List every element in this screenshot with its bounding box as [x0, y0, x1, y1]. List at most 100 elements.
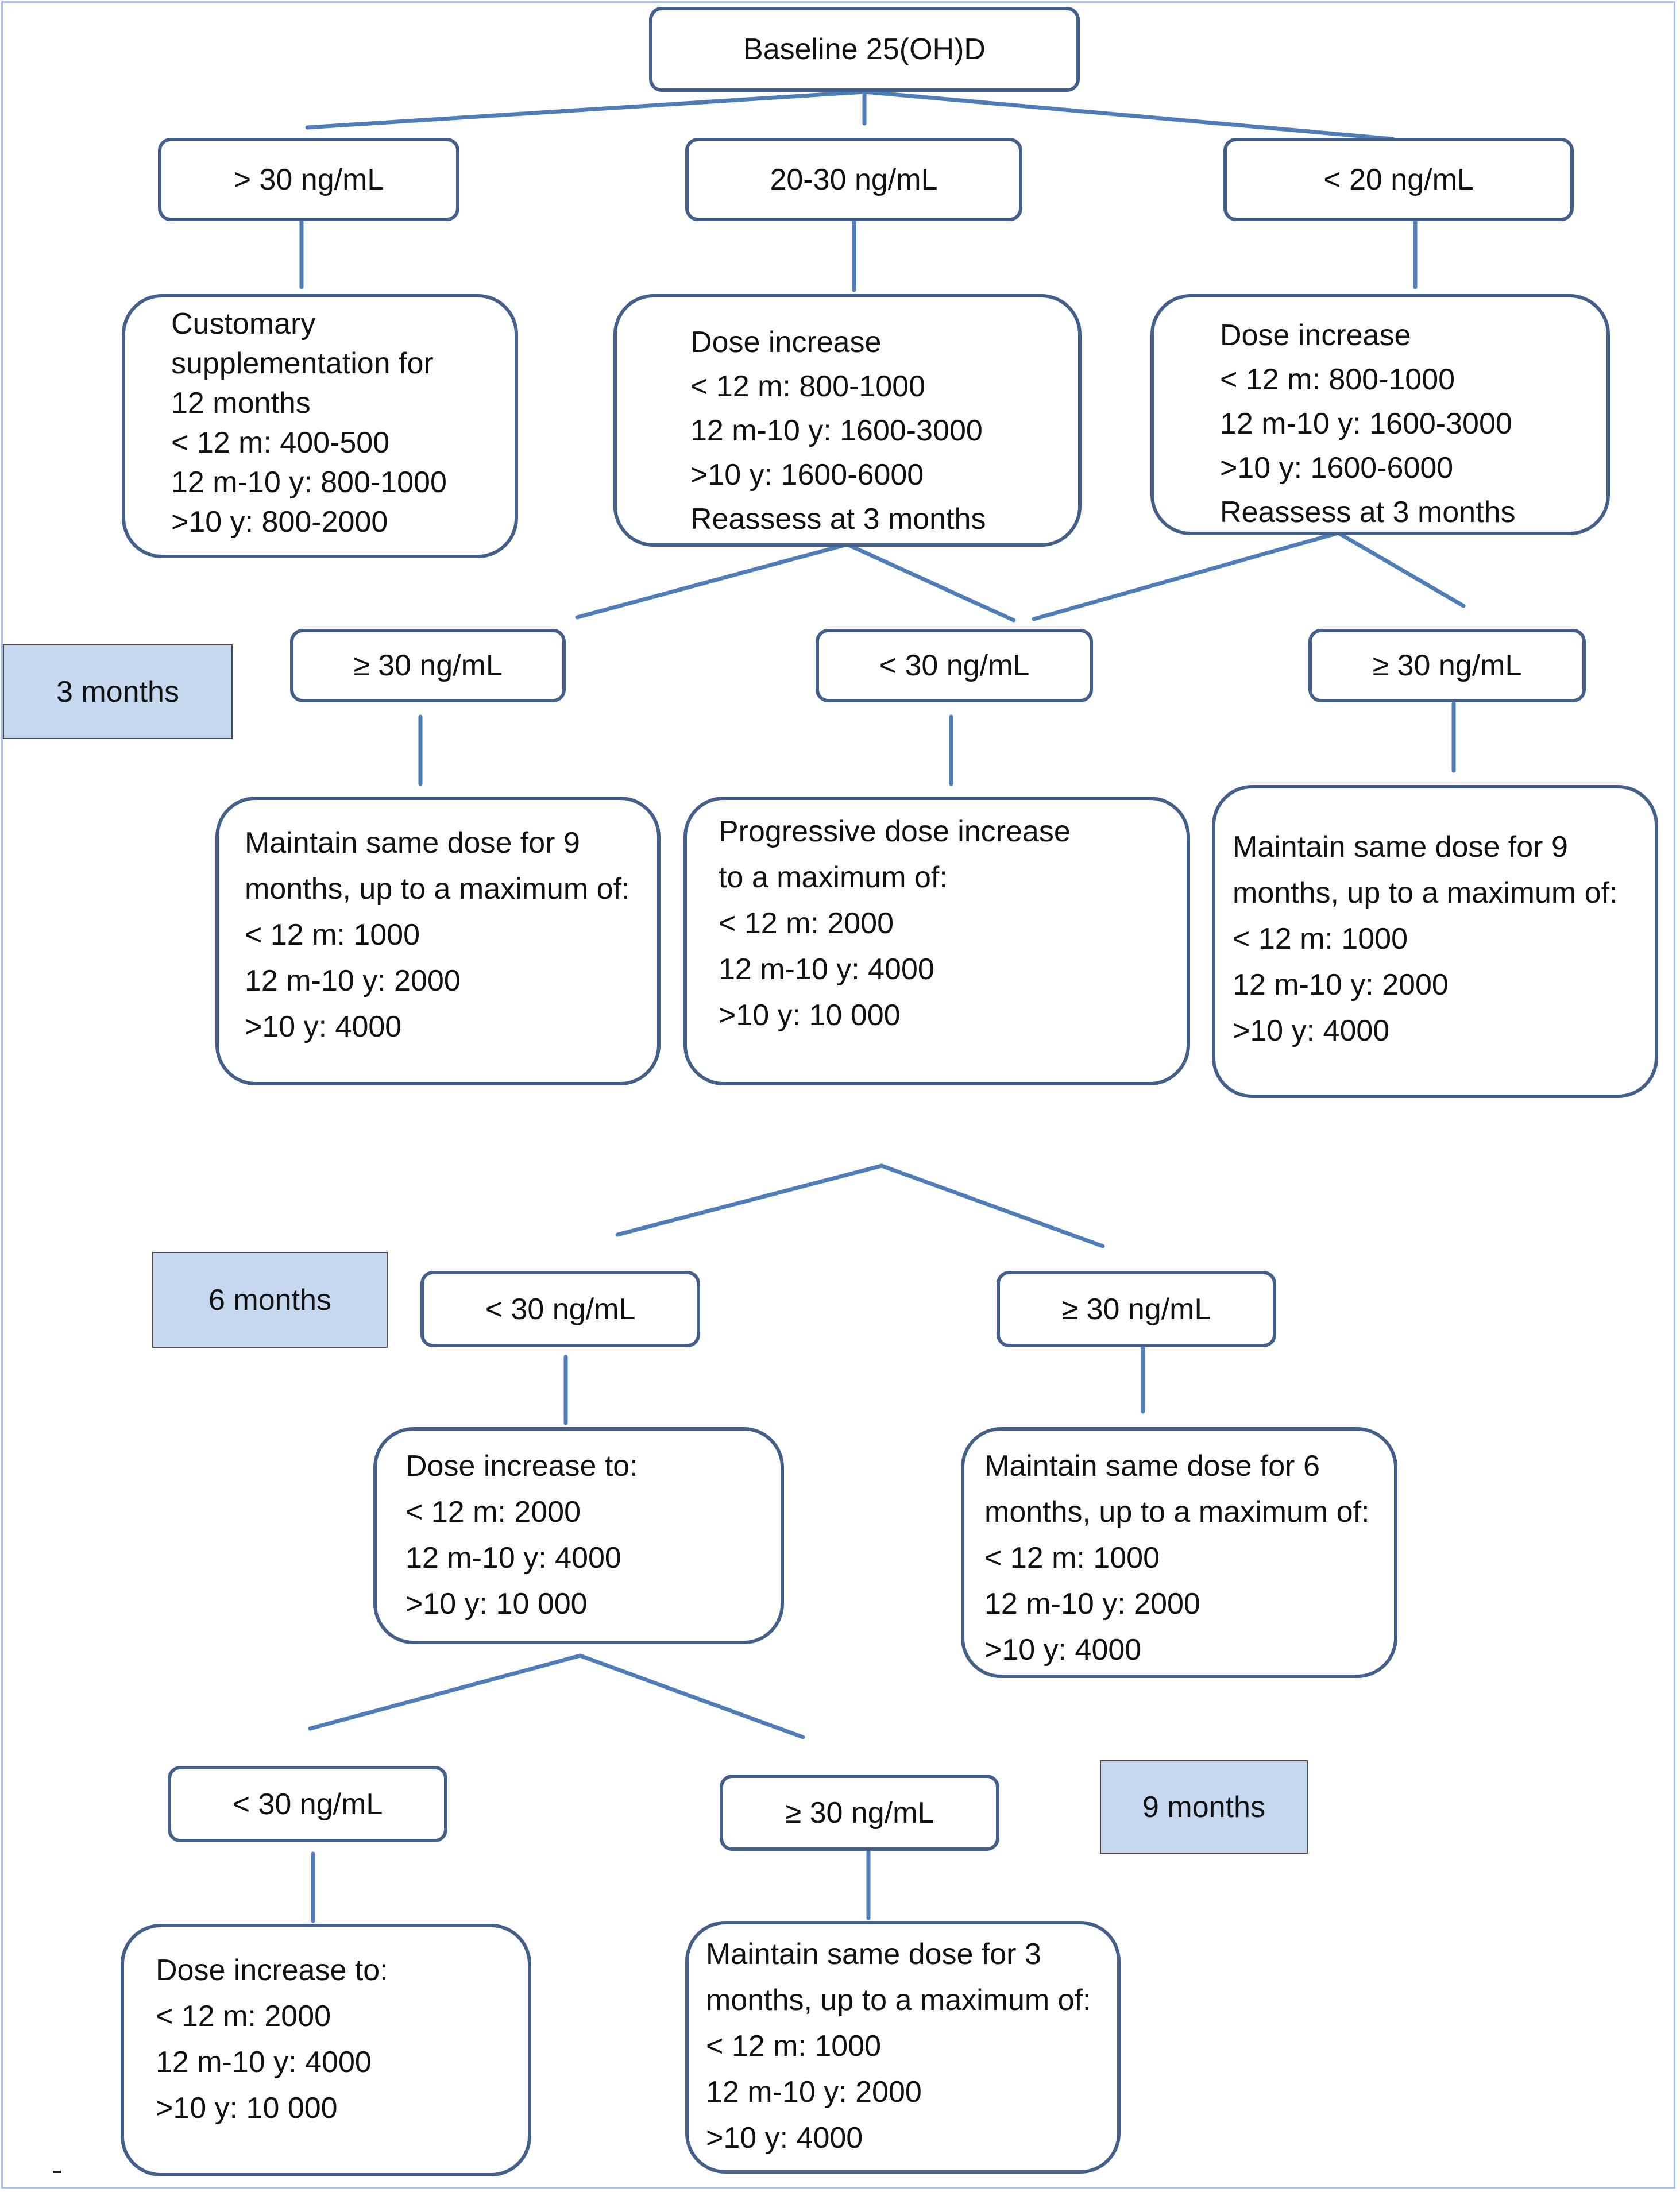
- arrow-m6-split-left: [615, 1163, 884, 1237]
- action-line: >10 y: 1600-6000: [690, 458, 924, 492]
- action-line: Reassess at 3 months: [690, 502, 986, 536]
- action-line: >10 y: 4000: [984, 1633, 1142, 1667]
- m6-left-label: < 30 ng/mL: [485, 1292, 636, 1326]
- action-line: 12 m-10 y: 1600-3000: [690, 414, 983, 447]
- arrow-low-to-m3-center: [1032, 531, 1341, 621]
- action-line: < 12 m: 400-500: [171, 426, 390, 459]
- action-line: 12 m-10 y: 2000: [706, 2075, 922, 2109]
- action-line: Customary: [171, 307, 316, 341]
- action-line: >10 y: 4000: [1233, 1014, 1390, 1047]
- action-line: Reassess at 3 months: [1220, 496, 1516, 529]
- action-line: < 12 m: 1000: [1233, 922, 1408, 956]
- action-line: 12 m-10 y: 2000: [984, 1587, 1200, 1621]
- action-line: >10 y: 800-2000: [171, 505, 388, 539]
- time-label-3-months: 3 months: [3, 644, 233, 739]
- action-line: >10 y: 10 000: [719, 999, 901, 1032]
- action-line: Maintain same dose for 3: [706, 1938, 1041, 1971]
- action-line: Progressive dose increase: [719, 815, 1071, 848]
- m9-right-action: Maintain same dose for 3 months, up to a…: [685, 1921, 1121, 2174]
- baseline-node: Baseline 25(OH)D: [649, 7, 1080, 92]
- arrow-m6-split-right: [879, 1163, 1105, 1248]
- time-label-text: 9 months: [1142, 1790, 1265, 1824]
- m3-left-action: Maintain same dose for 9 months, up to a…: [215, 797, 661, 1085]
- action-line: < 12 m: 1000: [984, 1541, 1160, 1575]
- baseline-lt20-action: Dose increase < 12 m: 800-1000 12 m-10 y…: [1150, 294, 1610, 535]
- baseline-label: Baseline 25(OH)D: [743, 33, 986, 66]
- action-line: supplementation for: [171, 347, 434, 380]
- action-line: >10 y: 10 000: [156, 2092, 338, 2125]
- m6-left-action: Dose increase to: < 12 m: 2000 12 m-10 y…: [373, 1427, 784, 1644]
- baseline-gt30-action: Customary supplementation for 12 months …: [122, 294, 518, 558]
- action-line: 12 months: [171, 386, 311, 420]
- action-line: months, up to a maximum of:: [245, 872, 630, 906]
- action-line: months, up to a maximum of:: [984, 1495, 1370, 1529]
- action-line: 12 m-10 y: 2000: [1233, 968, 1449, 1002]
- arrow-m9-split-left: [308, 1653, 582, 1731]
- baseline-lt20-node: < 20 ng/mL: [1223, 138, 1574, 221]
- action-line: < 12 m: 800-1000: [690, 370, 926, 403]
- m9-right-node: ≥ 30 ng/mL: [720, 1775, 999, 1851]
- m3-center-action: Progressive dose increase to a maximum o…: [683, 797, 1190, 1085]
- action-line: < 12 m: 2000: [719, 907, 894, 940]
- action-line: Maintain same dose for 9: [1233, 830, 1568, 864]
- time-label-9-months: 9 months: [1100, 1760, 1308, 1854]
- m3-right-node: ≥ 30 ng/mL: [1308, 629, 1586, 702]
- m3-right-action: Maintain same dose for 9 months, up to a…: [1212, 785, 1658, 1098]
- action-line: >10 y: 4000: [245, 1010, 402, 1043]
- time-label-6-months: 6 months: [152, 1252, 388, 1348]
- baseline-20-30-label: 20-30 ng/mL: [770, 163, 938, 196]
- action-line: 12 m-10 y: 4000: [405, 1541, 621, 1575]
- m6-right-node: ≥ 30 ng/mL: [997, 1271, 1276, 1347]
- action-line: < 12 m: 2000: [405, 1495, 581, 1529]
- action-line: Dose increase: [1220, 319, 1411, 352]
- baseline-20-30-action: Dose increase < 12 m: 800-1000 12 m-10 y…: [613, 294, 1082, 547]
- baseline-gt30-node: > 30 ng/mL: [158, 138, 459, 221]
- baseline-gt30-label: > 30 ng/mL: [233, 163, 384, 196]
- m6-right-action: Maintain same dose for 6 months, up to a…: [961, 1427, 1397, 1678]
- m3-left-node: ≥ 30 ng/mL: [290, 629, 566, 702]
- m9-left-label: < 30 ng/mL: [232, 1787, 383, 1821]
- action-line: 12 m-10 y: 2000: [245, 964, 461, 998]
- action-line: Dose increase: [690, 326, 882, 359]
- m6-left-node: < 30 ng/mL: [420, 1271, 700, 1347]
- m6-right-label: ≥ 30 ng/mL: [1061, 1292, 1211, 1326]
- action-line: 12 m-10 y: 4000: [719, 953, 934, 986]
- arrow-mid-to-m3-center: [845, 542, 1016, 623]
- action-line: Dose increase to:: [405, 1449, 638, 1483]
- baseline-lt20-label: < 20 ng/mL: [1323, 163, 1474, 196]
- action-line: < 12 m: 2000: [156, 2000, 331, 2033]
- action-line: months, up to a maximum of:: [706, 1984, 1091, 2017]
- action-line: months, up to a maximum of:: [1233, 876, 1618, 910]
- m9-right-label: ≥ 30 ng/mL: [785, 1796, 934, 1830]
- m3-left-label: ≥ 30 ng/mL: [353, 649, 503, 682]
- action-line: Maintain same dose for 6: [984, 1449, 1320, 1483]
- action-line: 12 m-10 y: 1600-3000: [1220, 407, 1512, 440]
- arrow-root-to-high: [305, 90, 867, 130]
- m3-center-label: < 30 ng/mL: [879, 649, 1030, 682]
- action-line: to a maximum of:: [719, 861, 948, 894]
- arrow-m9-split-right: [578, 1653, 805, 1739]
- action-line: >10 y: 10 000: [405, 1587, 588, 1621]
- time-label-text: 6 months: [208, 1283, 331, 1317]
- m3-right-label: ≥ 30 ng/mL: [1372, 649, 1522, 682]
- action-line: Maintain same dose for 9: [245, 826, 580, 860]
- action-line: < 12 m: 800-1000: [1220, 363, 1455, 396]
- m9-left-action: Dose increase to: < 12 m: 2000 12 m-10 y…: [121, 1924, 531, 2176]
- action-line: Dose increase to:: [156, 1954, 388, 1987]
- action-line: < 12 m: 1000: [706, 2029, 881, 2063]
- action-line: >10 y: 4000: [706, 2121, 863, 2155]
- m9-left-node: < 30 ng/mL: [168, 1766, 447, 1842]
- action-line: < 12 m: 1000: [245, 918, 420, 952]
- arrow-root-to-low: [862, 90, 1395, 141]
- time-label-text: 3 months: [56, 675, 179, 709]
- action-line: 12 m-10 y: 800-1000: [171, 466, 447, 499]
- m3-center-node: < 30 ng/mL: [816, 629, 1093, 702]
- arrow-low-to-m3-right: [1336, 531, 1466, 608]
- arrow-mid-to-m3-left: [575, 542, 849, 620]
- action-line: >10 y: 1600-6000: [1220, 451, 1454, 485]
- action-line: 12 m-10 y: 4000: [156, 2046, 372, 2079]
- stray-dash-mark: [53, 2171, 61, 2173]
